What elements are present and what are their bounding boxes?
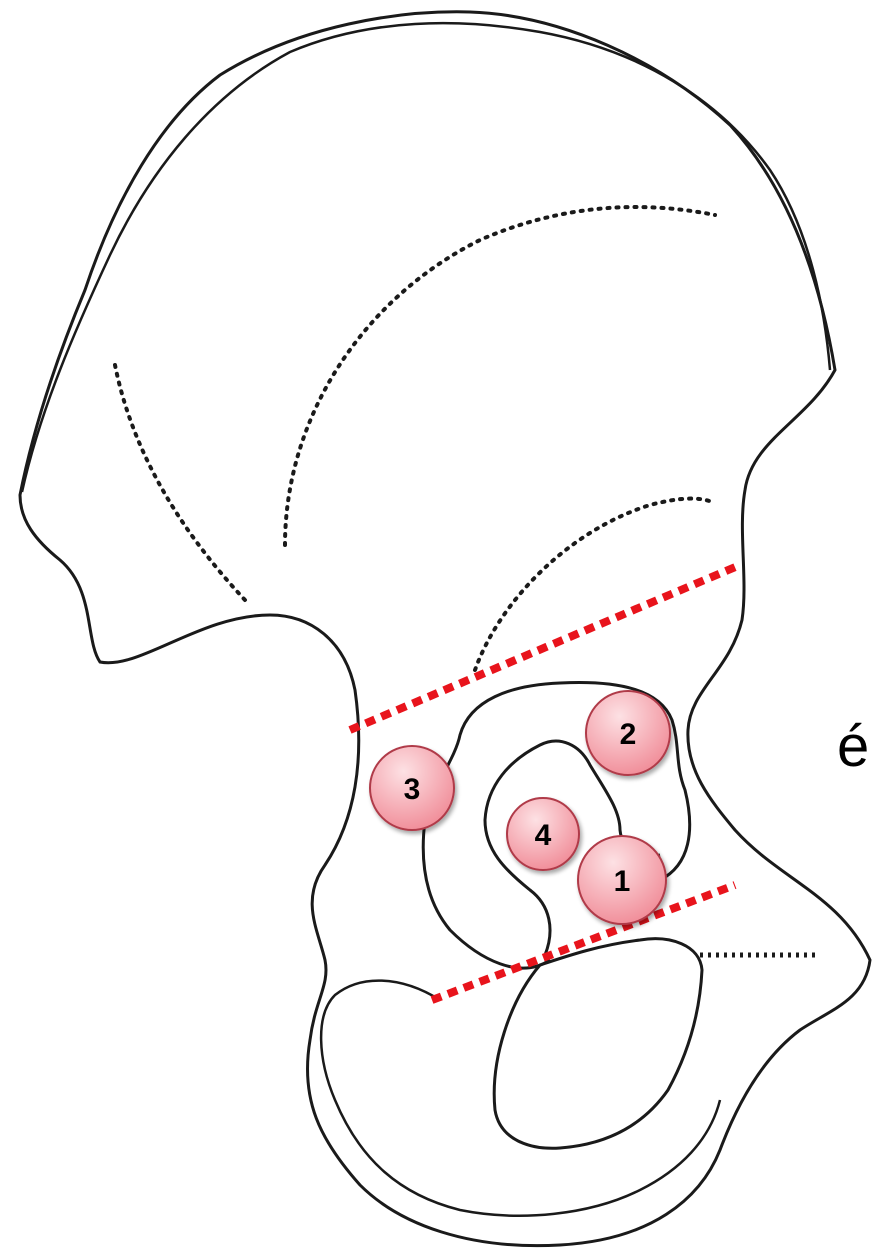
cropped-edge-text: é [837,718,869,776]
upper-dotted-line [350,565,740,730]
marker-1-label: 1 [614,865,631,898]
marker-3: 3 [370,746,454,830]
gluteal-line-posterior [115,365,245,600]
marker-1: 1 [578,836,666,924]
gluteal-line-inferior [475,499,712,670]
marker-4-label: 4 [535,819,552,852]
obturator-foramen [494,939,702,1148]
marker-4: 4 [507,798,579,870]
gluteal-line-anterior [285,207,715,545]
bone-outline [20,12,870,1246]
iliac-crest-rim [22,23,830,492]
marker-3-label: 3 [404,773,421,806]
marker-2-label: 2 [620,718,637,751]
marker-2: 2 [586,691,670,775]
